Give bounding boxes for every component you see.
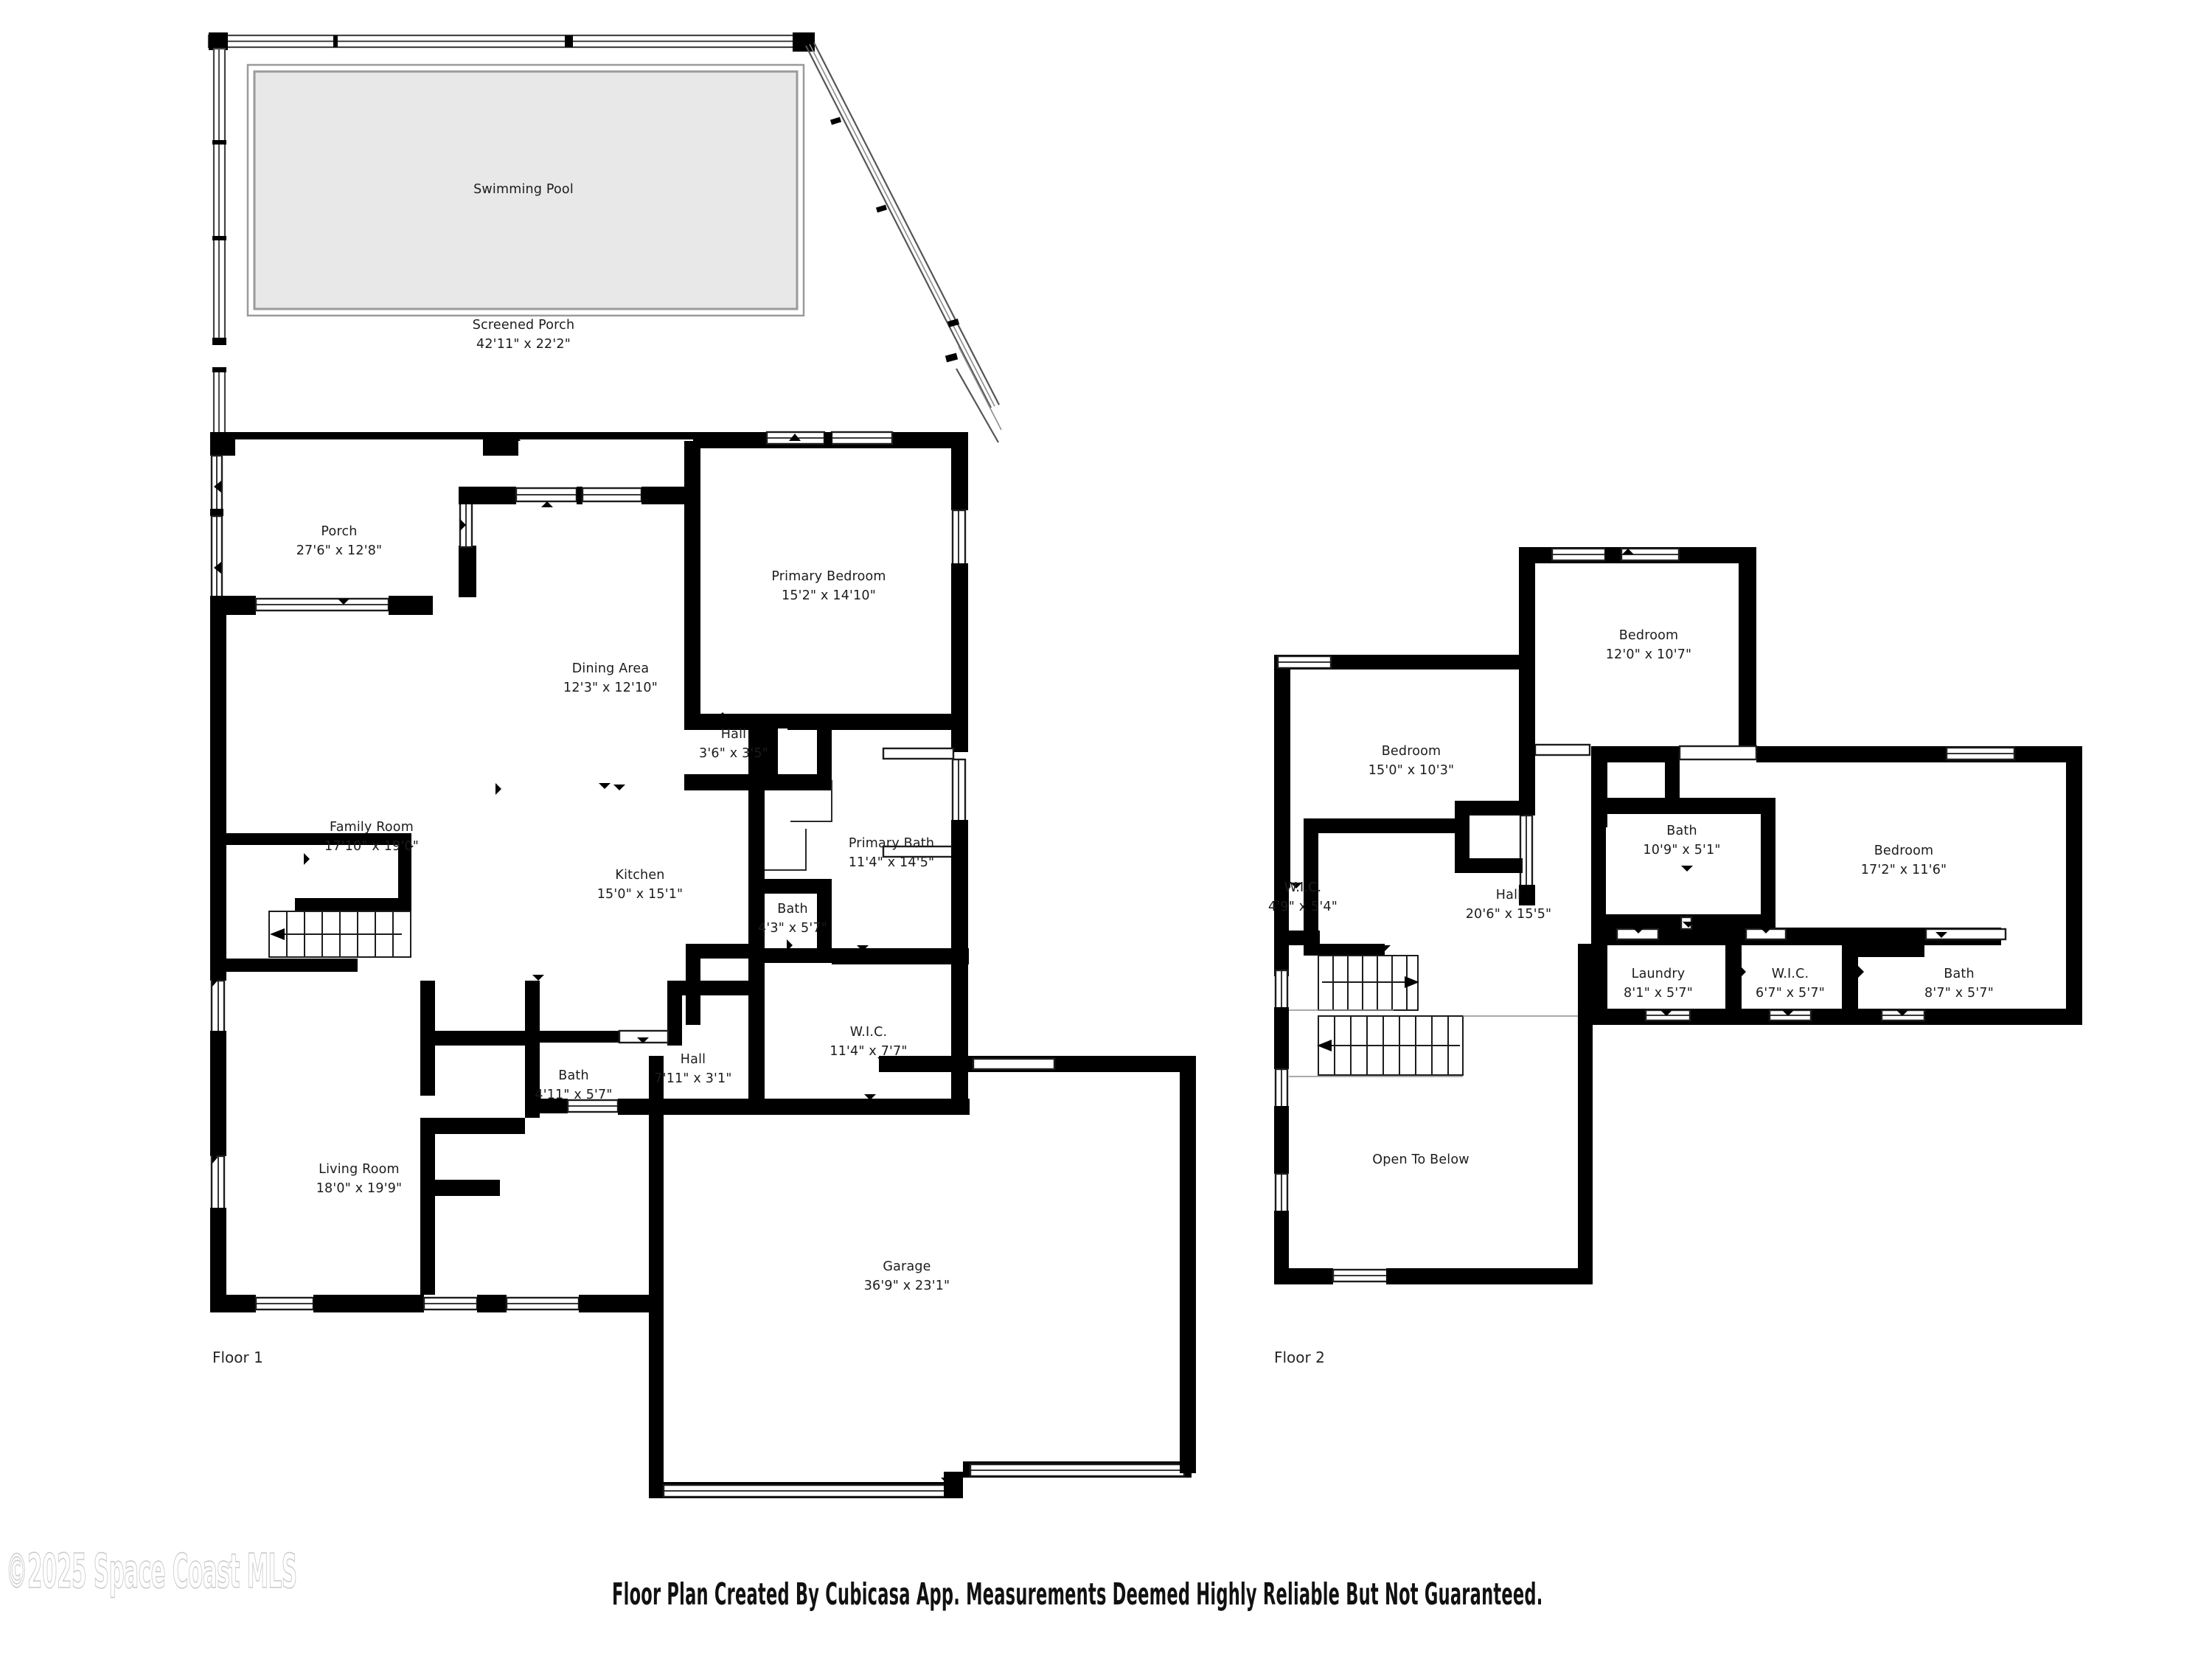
room-label-garage: Garage bbox=[883, 1259, 931, 1274]
floor-1-plan: Swimming Pool Screened Porch 42'11" x 22… bbox=[207, 32, 1196, 1498]
room-dim-bath-primary-adj: 4'3" x 5'7" bbox=[758, 921, 827, 936]
floor2-room-labels: Bedroom 12'0" x 10'7" Bedroom 15'0" x 10… bbox=[1268, 628, 1994, 1167]
room-dim-hall-lower: 7'11" x 3'1" bbox=[654, 1071, 731, 1086]
room-label-porch: Porch bbox=[321, 524, 357, 539]
floor1-door-markers bbox=[212, 434, 1189, 1484]
room-dim-family-room: 17'10" x 19'0" bbox=[324, 839, 419, 854]
room-dim-wic-floor1: 11'4" x 7'7" bbox=[830, 1044, 907, 1059]
room-label-wic-bedroom: W.I.C. bbox=[1284, 880, 1322, 895]
floor1-walls bbox=[210, 431, 1196, 1498]
room-label-living-room: Living Room bbox=[319, 1162, 400, 1177]
room-label-wic-floor1: W.I.C. bbox=[850, 1025, 888, 1040]
room-label-laundry: Laundry bbox=[1632, 967, 1686, 981]
room-dim-bedroom-east: 17'2" x 11'6" bbox=[1861, 863, 1947, 877]
room-label-bedroom-west: Bedroom bbox=[1382, 744, 1441, 759]
room-dim-kitchen: 15'0" x 15'1" bbox=[597, 887, 684, 902]
room-label-kitchen: Kitchen bbox=[615, 868, 664, 883]
floor1-staircase bbox=[210, 833, 411, 972]
footer: ©2025 Space Coast MLS Floor Plan Created… bbox=[0, 1541, 2212, 1659]
room-dim-laundry: 8'1" x 5'7" bbox=[1624, 986, 1693, 1001]
room-label-bedroom-east: Bedroom bbox=[1874, 844, 1934, 858]
room-dim-wic-bedroom: 4'9" x 5'4" bbox=[1268, 900, 1338, 914]
diagonal-screen-wall bbox=[805, 42, 1002, 443]
floor2-staircase bbox=[1289, 944, 1578, 1077]
floor-plan-disclaimer: Floor Plan Created By Cubicasa App. Meas… bbox=[612, 1576, 1543, 1612]
room-label-bath-east: Bath bbox=[1944, 967, 1974, 981]
mls-copyright-watermark: ©2025 Space Coast MLS bbox=[6, 1545, 298, 1599]
floor-2-label: Floor 2 bbox=[1274, 1349, 1325, 1366]
room-dim-garage: 36'9" x 23'1" bbox=[864, 1279, 950, 1293]
room-label-hall-lower: Hall bbox=[681, 1052, 706, 1067]
room-dim-primary-bath: 11'4" x 14'5" bbox=[849, 855, 935, 870]
room-label-primary-bath: Primary Bath bbox=[849, 836, 934, 851]
room-dim-porch: 27'6" x 12'8" bbox=[296, 543, 383, 558]
room-label-open-to-below: Open To Below bbox=[1372, 1152, 1470, 1167]
floor1-room-labels: Swimming Pool Screened Porch 42'11" x 22… bbox=[296, 182, 950, 1293]
room-label-dining-area: Dining Area bbox=[572, 661, 650, 676]
room-label-screened-porch: Screened Porch bbox=[473, 318, 575, 333]
room-dim-bath-floor1: 4'11" x 5'7" bbox=[535, 1088, 612, 1102]
room-dim-bath-floor2: 10'9" x 5'1" bbox=[1643, 843, 1720, 858]
room-label-bedroom-north: Bedroom bbox=[1619, 628, 1679, 643]
floor2-walls bbox=[1274, 547, 2082, 1284]
room-label-hall-floor2: Hall bbox=[1496, 888, 1521, 902]
floor2-door-markers bbox=[1276, 549, 2073, 1016]
room-dim-dining-area: 12'3" x 12'10" bbox=[563, 681, 658, 695]
room-dim-hall-upper: 3'6" x 3'5" bbox=[699, 746, 768, 761]
room-dim-primary-bedroom: 15'2" x 14'10" bbox=[782, 588, 876, 603]
room-dim-living-room: 18'0" x 19'9" bbox=[316, 1181, 403, 1196]
room-label-wic-floor2: W.I.C. bbox=[1772, 967, 1809, 981]
swimming-pool bbox=[246, 63, 805, 317]
room-label-family-room: Family Room bbox=[330, 820, 414, 835]
room-dim-bedroom-west: 15'0" x 10'3" bbox=[1368, 763, 1455, 778]
room-label-bath-primary-adj: Bath bbox=[777, 902, 807, 917]
room-dim-hall-floor2: 20'6" x 15'5" bbox=[1466, 907, 1552, 922]
room-dim-wic-floor2: 6'7" x 5'7" bbox=[1756, 986, 1825, 1001]
room-dim-bath-east: 8'7" x 5'7" bbox=[1924, 986, 1994, 1001]
floor-1-label: Floor 1 bbox=[212, 1349, 263, 1366]
room-dim-screened-porch: 42'11" x 22'2" bbox=[476, 337, 571, 352]
room-label-primary-bedroom: Primary Bedroom bbox=[771, 569, 886, 584]
room-label-swimming-pool: Swimming Pool bbox=[473, 182, 574, 197]
room-label-bath-floor2: Bath bbox=[1666, 824, 1697, 838]
room-dim-bedroom-north: 12'0" x 10'7" bbox=[1606, 647, 1692, 662]
room-label-bath-floor1: Bath bbox=[558, 1068, 588, 1083]
floor-2-plan: Bedroom 12'0" x 10'7" Bedroom 15'0" x 10… bbox=[1268, 547, 2082, 1366]
room-label-hall-upper: Hall bbox=[721, 727, 746, 742]
